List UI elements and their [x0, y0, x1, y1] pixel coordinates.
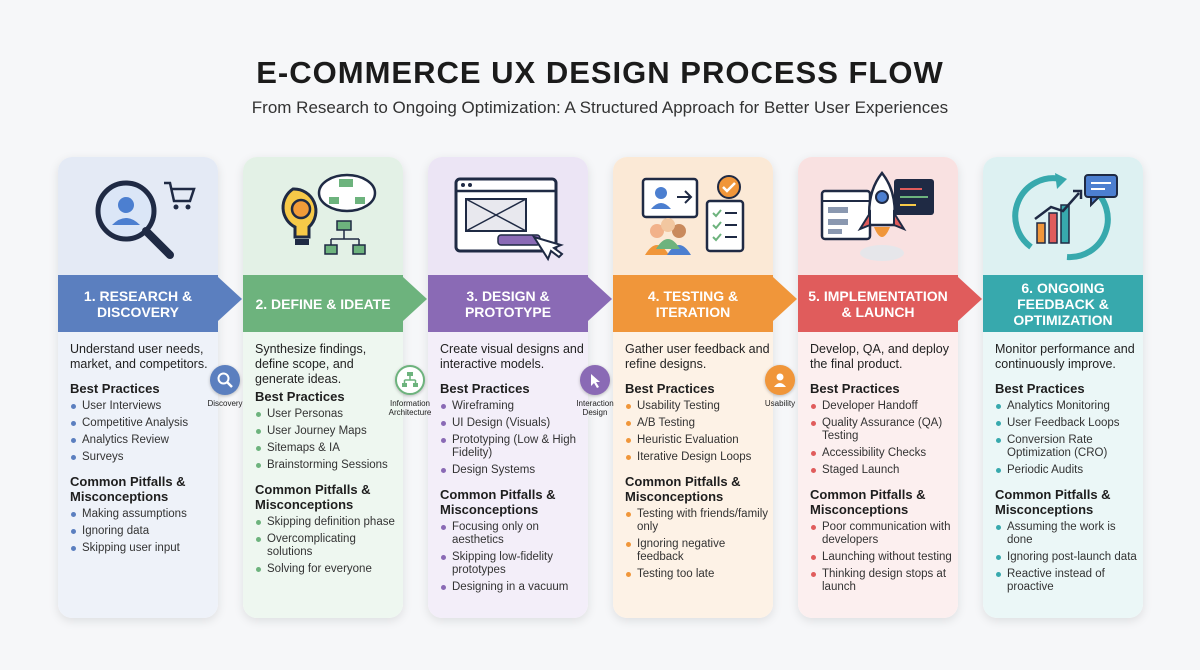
- list-item: User Personas: [255, 408, 400, 421]
- list-item: Designing in a vacuum: [440, 581, 585, 594]
- list-item: User Interviews: [70, 400, 215, 413]
- list-item: Accessibility Checks: [810, 447, 955, 460]
- pitfalls-heading: Common Pitfalls & Misconceptions: [995, 487, 1111, 517]
- step-description: Understand user needs, market, and compe…: [70, 342, 208, 371]
- list-item: UI Design (Visuals): [440, 417, 585, 430]
- list-item: Periodic Audits: [995, 464, 1140, 477]
- step-description: Create visual designs and interactive mo…: [440, 342, 584, 371]
- flow-arrow: [588, 277, 612, 321]
- cursor-click-icon: [580, 365, 610, 395]
- best-practices-heading: Best Practices: [255, 389, 345, 404]
- list-item: Ignoring post-launch data: [995, 551, 1140, 564]
- magnifier-user-cart-icon: [95, 180, 196, 259]
- pitfalls-heading: Common Pitfalls & Misconceptions: [255, 482, 371, 512]
- step-description: Gather user feedback and refine designs.: [625, 342, 770, 371]
- pitfalls-heading: Common Pitfalls & Misconceptions: [70, 474, 186, 504]
- list-item: Usability Testing: [625, 400, 770, 413]
- connector-label: Information Architecture: [388, 399, 432, 417]
- list-item: Testing with friends/family only: [625, 508, 770, 534]
- list-item: Brainstorming Sessions: [255, 459, 400, 472]
- connector-label: Discovery: [207, 399, 243, 408]
- list-item: Conversion Rate Optimization (CRO): [995, 434, 1140, 460]
- pitfalls-heading: Common Pitfalls & Misconceptions: [440, 487, 556, 517]
- list-item: Analytics Monitoring: [995, 400, 1140, 413]
- step-card-design: 3. DESIGN & PROTOTYPE Create visual desi…: [428, 157, 588, 618]
- list-item: Overcomplicating solutions: [255, 533, 400, 559]
- best-practices-heading: Best Practices: [625, 381, 715, 396]
- step-card-define: 2. DEFINE & IDEATE Synthesize findings, …: [243, 157, 403, 618]
- list-item: Sitemaps & IA: [255, 442, 400, 455]
- list-item: Making assumptions: [70, 508, 215, 521]
- list-item: Prototyping (Low & High Fidelity): [440, 434, 585, 460]
- flow-arrow: [958, 277, 982, 321]
- users-checklist-icon: [641, 175, 745, 255]
- flow-arrow: [403, 277, 427, 321]
- step-card-optimization: 6. ONGOING FEEDBACK & OPTIMIZATION Monit…: [983, 157, 1143, 618]
- list-item: Reactive instead of proactive: [995, 568, 1140, 594]
- list-item: Analytics Review: [70, 434, 215, 447]
- step-banner: 3. DESIGN & PROTOTYPE: [428, 275, 588, 332]
- list-item: Surveys: [70, 451, 215, 464]
- page-subtitle: From Research to Ongoing Optimization: A…: [251, 98, 949, 117]
- list-item: Skipping definition phase: [255, 516, 400, 529]
- discovery-magnifier-icon: [210, 365, 240, 395]
- list-item: Testing too late: [625, 568, 770, 581]
- step-banner: 5. IMPLEMENTATION & LAUNCH: [798, 275, 958, 332]
- page-title: E-COMMERCE UX DESIGN PROCESS FLOW: [256, 55, 944, 90]
- flow-arrow: [773, 277, 797, 321]
- pitfalls-heading: Common Pitfalls & Misconceptions: [810, 487, 926, 517]
- list-item: Developer Handoff: [810, 400, 955, 413]
- best-practices-heading: Best Practices: [810, 381, 900, 396]
- connector-label: Interaction Design: [576, 399, 614, 417]
- step-description: Develop, QA, and deploy the final produc…: [810, 342, 949, 371]
- list-item: Staged Launch: [810, 464, 955, 477]
- step-card-testing: 4. TESTING & ITERATION Gather user feedb…: [613, 157, 773, 618]
- list-item: Skipping low-fidelity prototypes: [440, 551, 585, 577]
- lightbulb-gear-flowchart-icon: [281, 173, 377, 255]
- list-item: Focusing only on aesthetics: [440, 521, 585, 547]
- sitemap-icon: [395, 365, 425, 395]
- step-banner: 1. RESEARCH & DISCOVERY: [58, 275, 218, 332]
- cycle-chart-feedback-icon: [1012, 173, 1118, 261]
- list-item: User Feedback Loops: [995, 417, 1140, 430]
- list-item: A/B Testing: [625, 417, 770, 430]
- list-item: Quality Assurance (QA) Testing: [810, 417, 955, 443]
- list-item: Wireframing: [440, 400, 585, 413]
- step-description: Monitor performance and continuously imp…: [995, 342, 1135, 371]
- list-item: Assuming the work is done: [995, 521, 1140, 547]
- usability-user-icon: [765, 365, 795, 395]
- connector-label: Usability: [764, 399, 796, 408]
- list-item: Design Systems: [440, 464, 585, 477]
- wireframe-browser-icon: [454, 177, 564, 262]
- list-item: User Journey Maps: [255, 425, 400, 438]
- list-item: Iterative Design Loops: [625, 451, 770, 464]
- step-card-research: 1. RESEARCH & DISCOVERY Understand user …: [58, 157, 218, 618]
- step-card-implementation: 5. IMPLEMENTATION & LAUNCH Develop, QA, …: [798, 157, 958, 618]
- step-banner: 4. TESTING & ITERATION: [613, 275, 773, 332]
- list-item: Competitive Analysis: [70, 417, 215, 430]
- best-practices-heading: Best Practices: [995, 381, 1085, 396]
- list-item: Solving for everyone: [255, 563, 400, 576]
- list-item: Heuristic Evaluation: [625, 434, 770, 447]
- list-item: Ignoring negative feedback: [625, 538, 770, 564]
- pitfalls-heading: Common Pitfalls & Misconceptions: [625, 474, 741, 504]
- best-practices-heading: Best Practices: [440, 381, 530, 396]
- rocket-code-icon: [820, 170, 934, 261]
- list-item: Thinking design stops at launch: [810, 568, 955, 594]
- best-practices-heading: Best Practices: [70, 381, 160, 396]
- flow-arrow: [218, 277, 242, 321]
- list-item: Ignoring data: [70, 525, 215, 538]
- list-item: Skipping user input: [70, 542, 215, 555]
- step-banner: 2. DEFINE & IDEATE: [243, 275, 403, 332]
- list-item: Launching without testing: [810, 551, 955, 564]
- step-banner: 6. ONGOING FEEDBACK & OPTIMIZATION: [983, 275, 1143, 332]
- list-item: Poor communication with developers: [810, 521, 955, 547]
- step-description: Synthesize findings, define scope, and g…: [255, 342, 367, 386]
